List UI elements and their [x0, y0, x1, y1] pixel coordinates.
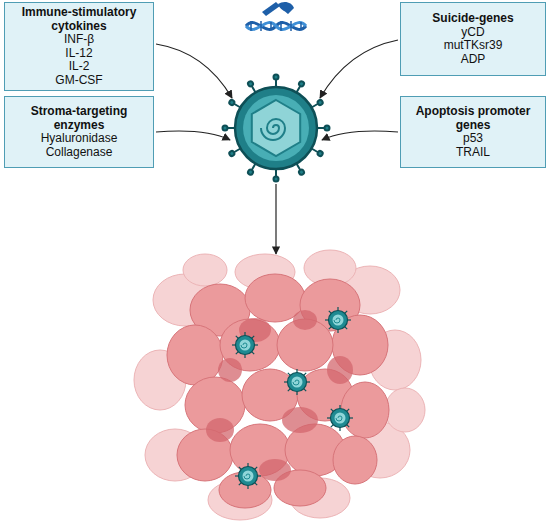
dna-icon [246, 2, 306, 31]
arrow [320, 40, 398, 98]
arrows [156, 40, 398, 254]
box-item: IL-2 [69, 60, 90, 74]
box-item: GM-CSF [55, 74, 102, 88]
box-item: ADP [461, 53, 486, 67]
hexagon [252, 100, 300, 156]
feature-box: Suicide-genesyCDmutTKsr39ADP [400, 2, 546, 76]
arrow [156, 44, 232, 98]
box-item: p53 [463, 132, 483, 146]
arrow [156, 131, 230, 140]
virus-particle [235, 463, 261, 489]
arrow [275, 184, 276, 254]
box-item: yCD [461, 26, 484, 40]
virus-particle [325, 307, 351, 333]
box-heading: Apoptosis promoter genes [405, 105, 541, 132]
box-heading: Suicide-genes [432, 12, 513, 26]
pen [262, 2, 280, 16]
feature-box: Stroma-targeting enzymesHyaluronidaseCol… [4, 96, 154, 168]
box-item: Collagenase [46, 146, 113, 160]
capsid [235, 87, 317, 169]
arrow [322, 131, 398, 140]
virus-particle [284, 369, 310, 395]
virus [223, 75, 330, 182]
hand [278, 2, 294, 14]
dark-cells [206, 310, 353, 481]
capsid-inner [243, 95, 309, 161]
feature-box: Apoptosis promoter genesp53TRAIL [400, 96, 546, 168]
virus-spikes [223, 75, 330, 182]
box-heading: Stroma-targeting enzymes [9, 105, 149, 132]
tumor [134, 250, 425, 520]
feature-box: Immune-stimulatory cytokinesINF-βIL-12IL… [4, 2, 154, 91]
dna-rungs [251, 21, 301, 31]
box-item: INF-β [64, 33, 94, 47]
dna-strand [246, 23, 306, 30]
tumor-cells [167, 274, 389, 508]
virus-particle [232, 332, 258, 358]
box-item: IL-12 [65, 47, 92, 61]
halo-cells [134, 250, 425, 520]
box-item: mutTKsr39 [444, 39, 503, 53]
box-item: Hyaluronidase [41, 132, 118, 146]
box-heading: Immune-stimulatory cytokines [9, 6, 149, 33]
virus-particle [327, 405, 353, 431]
box-item: TRAIL [456, 146, 490, 160]
genome-coil [261, 119, 285, 140]
dna-strand [246, 23, 306, 30]
